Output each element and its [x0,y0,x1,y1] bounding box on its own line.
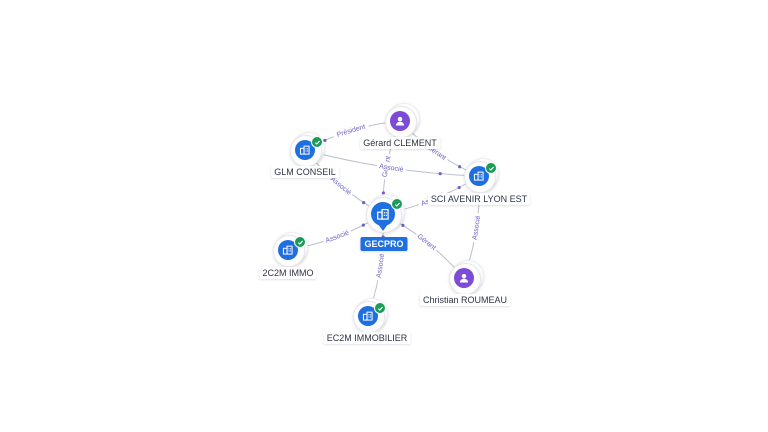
edge-arrow [458,165,462,169]
node-label[interactable]: Gérard CLEMENT [360,137,440,149]
edge-label-group: Associé [376,160,407,174]
person-icon [390,111,410,131]
company-icon [278,240,298,260]
node-label[interactable]: GLM CONSEIL [271,166,339,178]
node-label[interactable]: EC2M IMMOBILIER [323,332,411,344]
node-label[interactable]: 2C2M IMMO [259,267,317,279]
edge-label-group: Associé [469,212,483,243]
verified-check-icon [294,236,306,248]
edge-arrow [323,138,327,142]
edge-label-group: Associé [373,250,387,281]
edge-arrow [362,200,366,205]
edge-label-group: Gérant [414,230,440,253]
edge-arrow [381,191,385,195]
company-icon [469,166,489,186]
center-node-label[interactable]: GECPRO [360,237,408,251]
person-icon [454,268,474,288]
pin-tip [378,224,388,231]
company-icon [358,306,378,326]
verified-check-icon [311,136,323,148]
verified-check-icon [485,162,497,174]
node-label[interactable]: Christian ROUMEAU [419,294,511,306]
edge-arrow [438,172,442,176]
node-label[interactable]: SCI AVENIR LYON EST [427,193,531,205]
verified-check-icon [391,198,403,210]
edge-arrow [361,223,365,227]
edge-label: Associé [376,253,387,278]
verified-check-icon [374,302,386,314]
edge-label: Associé [379,163,404,174]
edge-arrow [457,185,461,190]
company-icon [295,140,315,160]
edge-arrow [401,223,405,227]
edge-label: Associé [472,215,483,240]
edge-label-group: Associé [321,226,352,245]
